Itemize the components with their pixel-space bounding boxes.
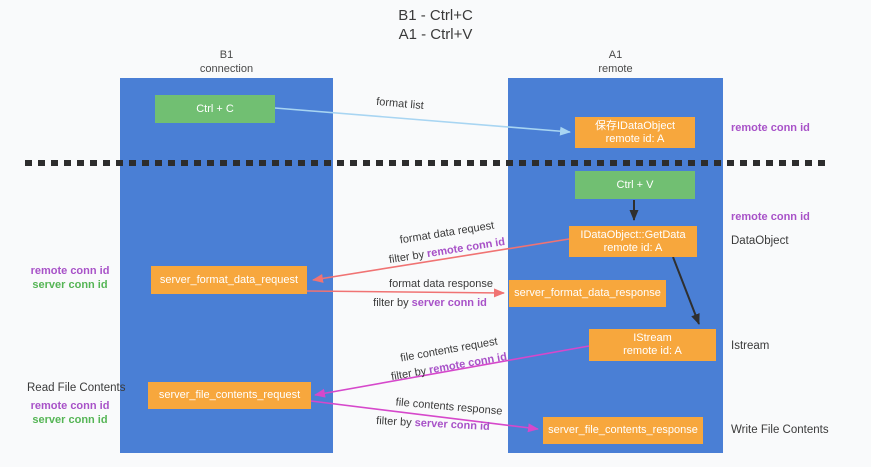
file-contents-response-label: file contents response (395, 396, 503, 418)
istream-box: IStream remote id: A (589, 329, 716, 361)
istream-line2: remote id: A (623, 345, 682, 357)
left-conn-id-block-2: remote conn id server conn id (20, 399, 120, 427)
ctrl-c-box: Ctrl + C (155, 95, 275, 123)
save-dataobject-line2: remote id: A (605, 132, 665, 145)
ctrl-v-box: Ctrl + V (575, 171, 695, 199)
diagram-title: B1 - Ctrl+C A1 - Ctrl+V (0, 6, 871, 44)
server-file-contents-response-box: server_file_contents_response (543, 417, 703, 444)
filter-by-text: filter by (375, 415, 415, 430)
getdata-box: IDataObject::GetData remote id: A (569, 226, 697, 257)
remote-conn-id-label-left-1: remote conn id (30, 265, 110, 277)
filter-by-text: filter by (388, 248, 429, 267)
remote-conn-id-label-mid-right: remote conn id (731, 211, 810, 223)
save-dataobject-box: 保存IDataObject remote id: A (575, 117, 695, 148)
server-file-contents-response-label: server_file_contents_response (548, 424, 698, 436)
save-dataobject-line1: 保存IDataObject (594, 119, 676, 132)
write-file-contents-label: Write File Contents (731, 424, 829, 436)
ctrl-v-label: Ctrl + V (616, 178, 654, 191)
server-format-data-response-label: server_format_data_response (514, 287, 661, 299)
lane-a1-subtitle: remote (598, 63, 633, 75)
server-conn-id-label-left-1: server conn id (32, 279, 108, 291)
server-conn-id-highlight: server conn id (411, 297, 487, 309)
remote-conn-id-label-left-2: remote conn id (30, 400, 110, 412)
dataobject-label: DataObject (731, 235, 789, 247)
format-list-label: format list (375, 95, 425, 113)
server-format-data-request-box: server_format_data_request (151, 266, 307, 294)
lane-header-a1: A1 remote (508, 48, 723, 76)
server-conn-id-highlight: server conn id (414, 417, 491, 433)
read-file-contents-label: Read File Contents (27, 382, 126, 394)
format-data-response-label: format data response (389, 278, 493, 290)
format-data-response-arrow (306, 288, 505, 298)
lane-b1-name: B1 (219, 49, 234, 61)
istream-line1: IStream (633, 332, 672, 344)
server-file-contents-request-label: server_file_contents_request (158, 389, 301, 401)
remote-conn-id-label-top-right: remote conn id (731, 122, 810, 134)
server-format-data-request-label: server_format_data_request (159, 273, 299, 286)
left-conn-id-block-1: remote conn id server conn id (20, 264, 120, 292)
file-contents-response-filter-label: filter by server conn id (376, 415, 490, 433)
filter-by-text: filter by (373, 297, 412, 309)
lane-a1-name: A1 (608, 49, 623, 61)
server-conn-id-label-left-2: server conn id (32, 414, 108, 426)
format-data-response-filter-label: filter by server conn id (373, 297, 487, 309)
getdata-line2: remote id: A (603, 241, 663, 254)
ctrl-c-label: Ctrl + C (196, 102, 234, 115)
server-format-data-response-box: server_format_data_response (509, 280, 666, 307)
title-line-2: A1 - Ctrl+V (398, 26, 473, 43)
lane-b1-subtitle: connection (199, 63, 254, 75)
server-file-contents-request-box: server_file_contents_request (148, 382, 311, 409)
istream-side-label: Istream (731, 340, 770, 352)
getdata-line1: IDataObject::GetData (580, 228, 686, 241)
lane-header-b1: B1 connection (120, 48, 333, 76)
title-line-1: B1 - Ctrl+C (398, 7, 473, 24)
filter-by-text: filter by (390, 364, 431, 384)
